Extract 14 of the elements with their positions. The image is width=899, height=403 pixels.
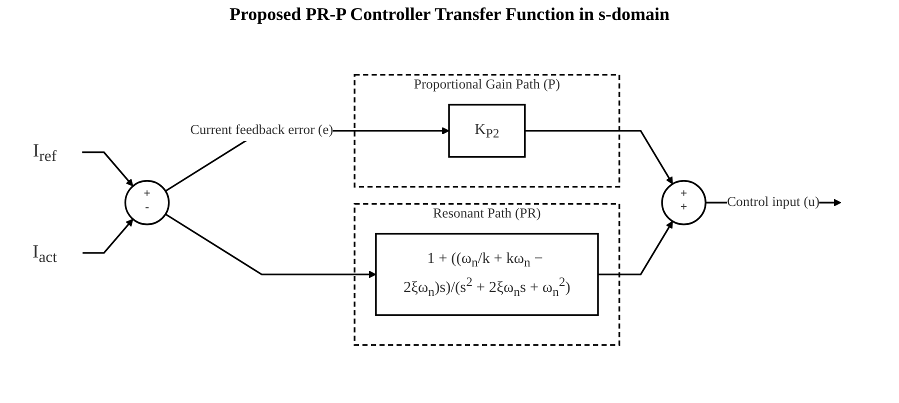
arrow (165, 214, 376, 278)
arrow (598, 221, 673, 276)
group-title: Proportional Gain Path (P) (414, 78, 560, 92)
signal-label: I$_{act}$ (32, 240, 57, 266)
arrow (524, 130, 673, 184)
transfer-function-block: K$_{P2}$ (448, 104, 526, 158)
signal-label: I$_{ref}$ (32, 140, 57, 165)
arrow (82, 218, 134, 254)
group-title: Resonant Path (PR) (433, 206, 541, 222)
diagram-title: Proposed PR-P Controller Transfer Function in s-domain (228, 4, 671, 25)
summing-junction: + - (124, 180, 170, 226)
summing-junction: + + (661, 180, 706, 226)
arrow (82, 152, 134, 187)
transfer-function-block: 1 + ((ω$_{n}$/k + kω$_{n}$ − 2ξω$_{n}$)s)/(s$^{2}$ + 2ξω$_{n}$s + ω$_{n}$$^{2}$) (375, 233, 599, 316)
